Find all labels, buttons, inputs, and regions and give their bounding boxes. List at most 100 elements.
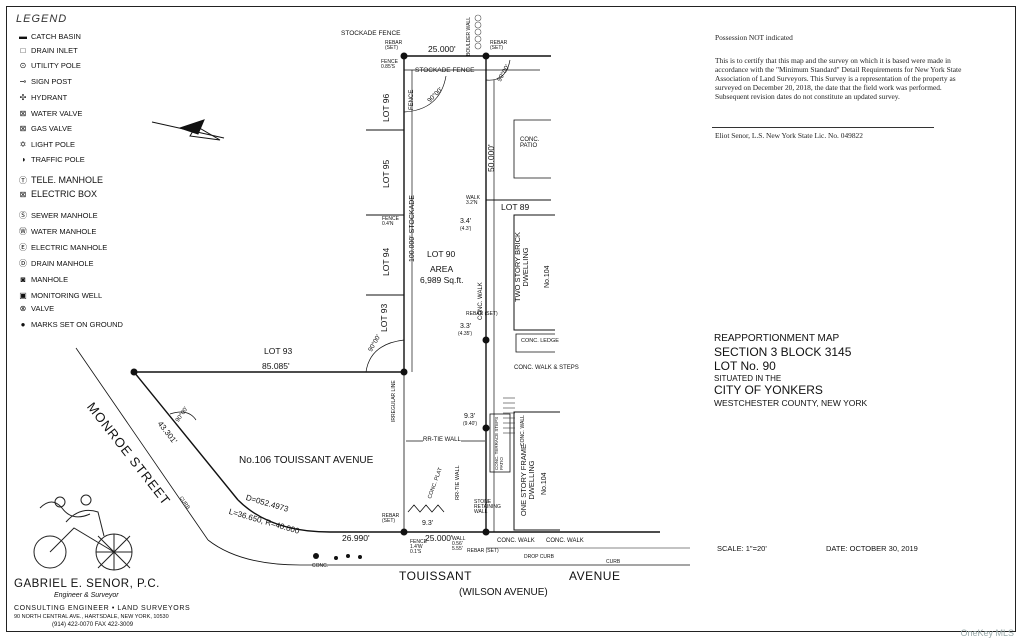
legend-item-label: SEWER MANHOLE: [31, 211, 98, 220]
north-arrow-icon: [151, 119, 225, 141]
legend-item-label: HYDRANT: [31, 93, 68, 102]
rebar-label: REBAR (SET): [466, 311, 498, 317]
map-date: DATE: OCTOBER 30, 2019: [826, 544, 918, 553]
conc-label: CONC.: [312, 563, 329, 569]
offset-dim: (9.40'): [463, 421, 478, 427]
map-title: REAPPORTIONMENT MAP: [714, 333, 840, 344]
legend-item: ⊠WATER VALVE: [18, 109, 83, 118]
sign-post-icon: ⊸: [19, 77, 27, 86]
legend-item: ◙ MANHOLE: [18, 275, 69, 284]
bottom-dim-left: 26.990': [342, 533, 370, 543]
dwelling-number: No.104: [544, 265, 551, 288]
drain-inlet-icon: □: [20, 46, 26, 55]
wilson-avenue-label: (WILSON AVENUE): [459, 587, 548, 598]
legend-item-label: ELECTRIC MANHOLE: [31, 243, 108, 252]
legend-item: Ⓢ SEWER MANHOLE: [18, 212, 98, 220]
legend-item-label: SIGN POST: [31, 77, 72, 86]
lot93-label: LOT 93: [264, 346, 293, 356]
avenue-label: AVENUE: [569, 569, 621, 583]
legend-item-label: GAS VALVE: [31, 124, 72, 133]
lot-number: LOT No. 90: [714, 359, 776, 374]
conc-terrace-label: CONC. TERRACE STEPS PATIO: [494, 416, 504, 470]
house-address: No.106 TOUISSANT AVENUE: [239, 455, 374, 466]
legend-item-label: WATER VALVE: [31, 109, 83, 118]
bottom-offset-dim: 9.3': [422, 520, 434, 527]
legend-item: ▬ CATCH BASIN: [18, 33, 81, 41]
city-name: CITY OF YONKERS: [714, 383, 823, 398]
company-block: GABRIEL E. SENOR, P.C. Engineer & Survey…: [14, 578, 190, 628]
legend-item-label: VALVE: [31, 304, 55, 313]
legend-item-label: MANHOLE: [31, 275, 69, 284]
cert-line: Subsequent revision dates do not constit…: [715, 92, 900, 101]
rebar-label: REBAR (SET): [382, 513, 400, 524]
legend-item-label: LIGHT POLE: [31, 140, 76, 149]
signature-line: [712, 127, 934, 128]
cert-line: surveyed on December 20, 2018, the date …: [715, 83, 942, 92]
watermark: OneKey MLS: [960, 628, 1014, 638]
section-block: SECTION 3 BLOCK 3145: [714, 345, 852, 359]
situated-label: SITUATED IN THE: [714, 373, 782, 383]
stone-wall-label: STONE RETAINING WALL: [474, 499, 501, 515]
catch-basin-icon: ▬: [19, 32, 27, 41]
conc-walk-bottom: CONC. WALK: [497, 538, 535, 544]
rr-tie-wall-label: RR-TIE WALL: [423, 437, 461, 443]
right-dimension: 50.000': [486, 144, 496, 172]
fence-vertical-label: FENCE: [409, 89, 415, 110]
legend-item-label: UTILITY POLE: [31, 61, 81, 70]
stockade-fence-label: STOCKADE FENCE: [415, 67, 475, 74]
valve-icon: ⊗: [19, 304, 27, 313]
sewer-manhole-icon: Ⓢ: [19, 211, 27, 220]
fence-offset-mid: FENCE 0.4'N: [382, 216, 399, 227]
rr-tie-wall-vertical: RR-TIE WALL: [455, 465, 461, 500]
offset-dim: 9.3': [464, 413, 476, 420]
lot93-dimension: 85.085': [262, 361, 290, 371]
lot96-label: LOT 96: [381, 93, 391, 122]
frame-dwelling-label: ONE STORY FRAME DWELLING: [519, 443, 537, 517]
gas-valve-icon: ⊠: [19, 124, 27, 133]
legend-item: ⊠ GAS VALVE: [18, 125, 72, 133]
manhole-icon: ◙: [20, 275, 26, 284]
rebar-label: REBAR (SET): [467, 548, 499, 554]
curve-line: [237, 499, 331, 533]
legend-item: ⊗ VALVE: [18, 305, 54, 313]
hydrant-icon: ✣: [19, 93, 27, 102]
rebar-label: REBAR (SET): [385, 40, 403, 51]
lot90-label: LOT 90: [427, 249, 456, 259]
dwelling-number: No.104: [541, 472, 548, 495]
electric-box-icon: ⊠: [19, 190, 27, 199]
touissant-label: TOUISSANT: [399, 569, 472, 583]
company-phone: (914) 422-0070 FAX 422-3009: [52, 622, 134, 628]
boulder-wall-label: BOULDER WALL: [466, 17, 472, 56]
lot93-vertical-label: LOT 93: [379, 303, 389, 332]
conc-ledge-label: CONC. LEDGE: [521, 338, 559, 344]
utility-pole-icon: ⊙: [19, 61, 27, 70]
company-name: GABRIEL E. SENOR, P.C.: [14, 578, 160, 590]
legend-item: □ DRAIN INLET: [18, 47, 78, 55]
legend-item-label: MARKS SET ON GROUND: [31, 320, 123, 329]
rebar-label: REBAR (SET): [490, 40, 508, 51]
monroe-line: [133, 371, 239, 501]
legend-item-label: WATER MANHOLE: [31, 227, 97, 236]
legend-item-label: DRAIN MANHOLE: [31, 259, 94, 268]
lot94-label: LOT 94: [381, 247, 391, 276]
conc-patio-label: CONC. PATIO: [520, 137, 540, 149]
lot89-label: LOT 89: [501, 202, 530, 212]
legend-item: ⊙ UTILITY POLE: [18, 62, 81, 70]
legend-item-label: MONITORING WELL: [31, 291, 103, 300]
legend-item: ⊠ELECTRIC BOX: [18, 190, 97, 199]
company-logo: [33, 494, 133, 571]
legend-item-label: DRAIN INLET: [31, 46, 78, 55]
legend-item-label: CATCH BASIN: [31, 32, 81, 41]
brick-dwelling-label: TWO STORY BRICK DWELLING: [513, 232, 531, 303]
lot95-label: LOT 95: [381, 159, 391, 188]
legend-item: ✣ HYDRANT: [18, 93, 68, 102]
ground-mark-icon: ●: [20, 320, 26, 329]
offset-dim: (4.35'): [458, 331, 473, 337]
area-label: AREA: [430, 264, 454, 274]
traffic-pole-icon: ◑: [20, 155, 26, 164]
company-services: CONSULTING ENGINEER • LAND SURVEYORS: [14, 605, 191, 612]
map-frame: [6, 6, 1016, 632]
